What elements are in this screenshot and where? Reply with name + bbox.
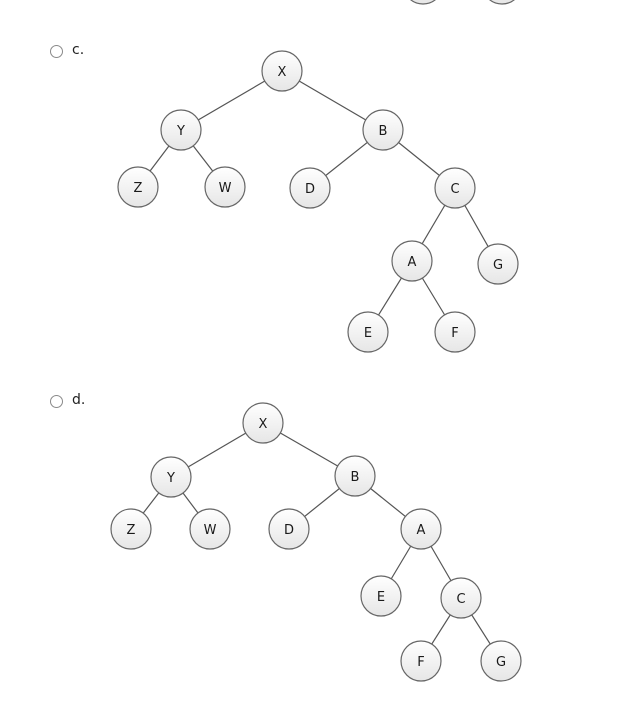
tree-node-label: W	[204, 523, 217, 538]
tree-node-label: A	[408, 255, 417, 270]
option-label-c[interactable]: c.	[72, 42, 85, 58]
tree-node-d	[289, 167, 331, 209]
tree-node-label: D	[305, 182, 315, 197]
tree-node-label: Y	[166, 471, 175, 486]
tree-node-label: X	[278, 65, 287, 80]
tree-node-z	[117, 166, 159, 208]
tree-node-partial	[410, 0, 436, 5]
tree-node-label: C	[450, 182, 459, 197]
tree-node-c	[434, 167, 476, 209]
tree-node-w	[204, 166, 246, 208]
tree-node-a	[391, 240, 433, 282]
tree-option-c: X Y B Z W D C A G E F	[117, 50, 519, 353]
tree-node-g	[480, 640, 522, 682]
tree-node-y	[150, 456, 192, 498]
tree-node-label: F	[451, 326, 458, 341]
tree-node-label: Z	[127, 523, 136, 538]
tree-node-g	[477, 243, 519, 285]
tree-option-b	[410, 0, 515, 5]
tree-node-label: A	[417, 523, 426, 538]
tree-node-c	[440, 577, 482, 619]
tree-node-label: B	[379, 124, 388, 139]
tree-node-label: C	[456, 592, 465, 607]
tree-node-label: D	[284, 523, 294, 538]
tree-node-e	[360, 575, 402, 617]
tree-node-w	[189, 508, 231, 550]
tree-option-d: X Y B Z W D A E C F G	[110, 402, 522, 682]
tree-node-label: B	[351, 470, 360, 485]
tree-node-x	[242, 402, 284, 444]
tree-node-f	[434, 311, 476, 353]
tree-node-f	[400, 640, 442, 682]
tree-node-label: F	[417, 655, 424, 670]
tree-node-y	[160, 109, 202, 151]
tree-node-b	[362, 109, 404, 151]
tree-node-b	[334, 455, 376, 497]
radio-option-d[interactable]	[50, 395, 63, 408]
tree-node-label: Z	[134, 181, 143, 196]
option-label-d[interactable]: d.	[72, 392, 86, 408]
tree-node-a	[400, 508, 442, 550]
tree-node-label: W	[219, 181, 232, 196]
tree-node-d	[268, 508, 310, 550]
tree-node-partial	[489, 0, 515, 5]
tree-node-x	[261, 50, 303, 92]
tree-node-label: E	[364, 326, 372, 341]
tree-node-e	[347, 311, 389, 353]
tree-node-label: E	[377, 590, 385, 605]
tree-node-label: G	[493, 258, 503, 273]
tree-node-z	[110, 508, 152, 550]
tree-node-label: X	[259, 417, 268, 432]
tree-node-label: G	[496, 655, 506, 670]
radio-option-c[interactable]	[50, 45, 63, 58]
tree-node-label: Y	[176, 124, 185, 139]
